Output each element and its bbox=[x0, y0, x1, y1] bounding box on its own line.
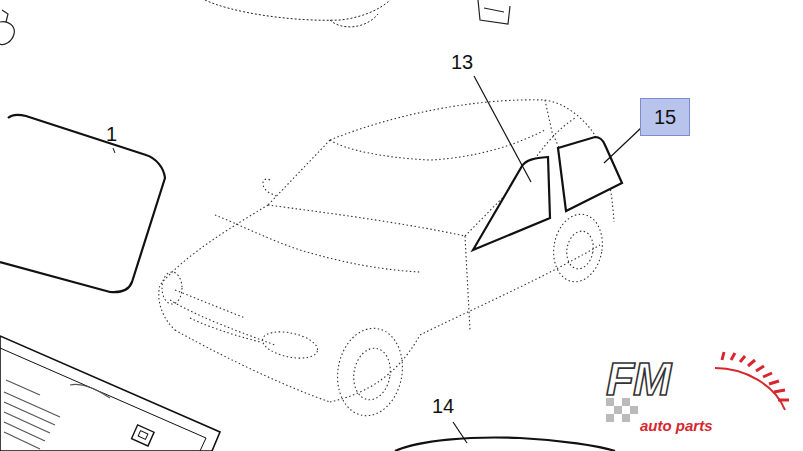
logo-subtext: auto parts bbox=[640, 418, 713, 433]
rear-glass bbox=[395, 438, 615, 451]
quarter-glass bbox=[558, 137, 622, 211]
car-outline bbox=[159, 100, 614, 421]
callout-number: 13 bbox=[451, 52, 473, 72]
callout-number: 14 bbox=[432, 396, 454, 416]
callout-box: 15 bbox=[640, 98, 690, 136]
callout-number: 1 bbox=[106, 124, 117, 144]
logo-graphic bbox=[606, 352, 789, 422]
door-glass bbox=[473, 157, 550, 250]
sticker-sheet bbox=[0, 336, 220, 451]
callout-number: 15 bbox=[654, 107, 676, 127]
logo-text: FM bbox=[606, 356, 670, 402]
windscreen-glass bbox=[0, 115, 165, 292]
